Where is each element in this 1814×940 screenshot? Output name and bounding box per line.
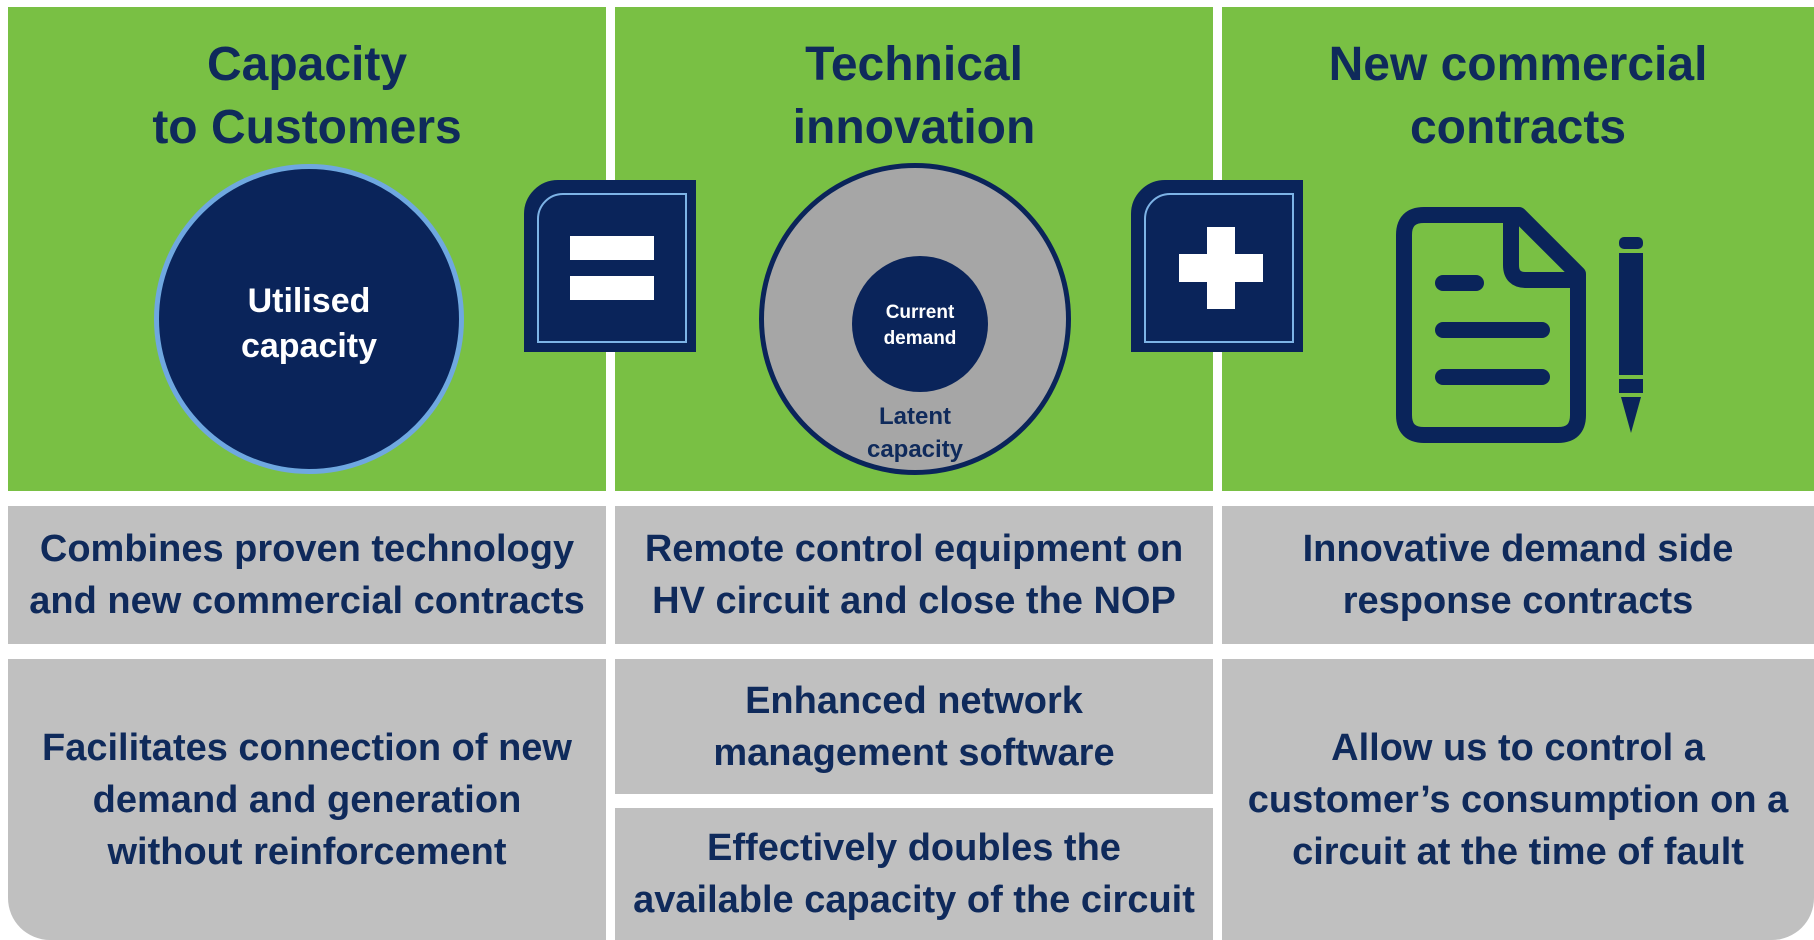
column-1-heading: Capacity to Customers <box>8 33 606 159</box>
column-1-heading-line-1: Capacity <box>206 38 408 91</box>
current-demand-label-line-2: demand <box>883 328 957 349</box>
utilised-capacity-label-line-2: capacity <box>240 327 378 365</box>
latent-capacity-label-line-2: capacity <box>866 436 964 463</box>
column-2-row-1-text: Remote control equipment on HV circuit a… <box>635 523 1193 627</box>
column-2-row-2b-line-2: available capacity of the circuit <box>633 879 1195 921</box>
column-1-row-1-line-2: and new commercial contracts <box>29 580 585 622</box>
column-1-row-2-line-3: without reinforcement <box>107 830 507 873</box>
column-3-row-1-text: Innovative demand side response contract… <box>1293 523 1744 627</box>
plus-operator-frame <box>1144 193 1294 343</box>
column-1-panel: Capacity to Customers Utilised capacity <box>8 7 606 491</box>
column-2-row-2a-cell: Enhanced network management software <box>615 659 1213 794</box>
latent-capacity-label: Latent capacity <box>764 400 1066 466</box>
column-2-row-2b-cell: Effectively doubles the available capaci… <box>615 808 1213 940</box>
column-3-heading-line-1: New commercial <box>1328 38 1708 91</box>
utilised-capacity-label: Utilised capacity <box>159 279 459 369</box>
column-3-row-2-cell: Allow us to control a customer’s consump… <box>1222 659 1814 940</box>
column-2-row-1-line-1: Remote control equipment on <box>644 528 1184 570</box>
column-2-heading-line-2: innovation <box>792 101 1036 154</box>
column-1-row-2-line-2: demand and generation <box>92 778 522 821</box>
column-2-row-2a-line-2: management software <box>713 731 1115 774</box>
column-3-row-2-line-1: Allow us to control a <box>1331 726 1705 769</box>
plus-operator <box>1131 180 1303 352</box>
column-1-row-2-cell: Facilitates connection of new demand and… <box>8 659 606 940</box>
document-and-pen-icon <box>1396 207 1643 443</box>
column-3-row-2-line-3: circuit at the time of fault <box>1292 830 1744 873</box>
column-3-heading: New commercial contracts <box>1222 33 1814 159</box>
column-2-row-2b-text: Effectively doubles the available capaci… <box>623 822 1205 926</box>
column-1-row-2-text: Facilitates connection of new demand and… <box>32 722 582 878</box>
plus-icon <box>1179 227 1263 309</box>
latent-capacity-circle: Current demand Latent capacity <box>759 163 1071 475</box>
column-2-row-2a-line-1: Enhanced network <box>745 679 1083 722</box>
current-demand-circle: Current demand <box>852 256 988 392</box>
column-1-row-1-line-1: Combines proven technology <box>39 528 575 570</box>
column-3-panel: New commercial contracts <box>1222 7 1814 491</box>
column-2-row-2b-line-1: Effectively doubles the <box>707 827 1121 869</box>
column-2-row-1-line-2: HV circuit and close the NOP <box>652 580 1176 622</box>
equals-operator-frame <box>537 193 687 343</box>
current-demand-label-line-1: Current <box>885 302 955 323</box>
utilised-capacity-circle: Utilised capacity <box>154 164 464 474</box>
column-2-heading-line-1: Technical <box>805 38 1023 91</box>
column-2-heading: Technical innovation <box>615 33 1213 159</box>
column-2-row-1-cell: Remote control equipment on HV circuit a… <box>615 506 1213 644</box>
column-1-row-1-cell: Combines proven technology and new comme… <box>8 506 606 644</box>
column-1-row-1-text: Combines proven technology and new comme… <box>19 523 594 627</box>
column-2-panel: Technical innovation Current demand Late… <box>615 7 1213 491</box>
current-demand-label: Current demand <box>852 300 988 352</box>
column-3-row-2-text: Allow us to control a customer’s consump… <box>1238 722 1799 878</box>
utilised-capacity-label-line-1: Utilised <box>247 282 371 320</box>
column-3-heading-line-2: contracts <box>1409 101 1627 154</box>
equals-operator <box>524 180 696 352</box>
column-3-row-1-line-1: Innovative demand side <box>1302 528 1734 570</box>
equals-icon <box>570 236 654 300</box>
column-3-row-1-cell: Innovative demand side response contract… <box>1222 506 1814 644</box>
column-2-row-2a-text: Enhanced network management software <box>703 675 1124 779</box>
column-1-heading-line-2: to Customers <box>152 101 462 154</box>
column-3-row-2-line-2: customer’s consumption on a <box>1247 778 1789 821</box>
latent-capacity-label-line-1: Latent <box>879 403 951 430</box>
column-1-row-2-line-1: Facilitates connection of new <box>42 726 572 769</box>
column-3-row-1-line-2: response contracts <box>1342 580 1694 622</box>
